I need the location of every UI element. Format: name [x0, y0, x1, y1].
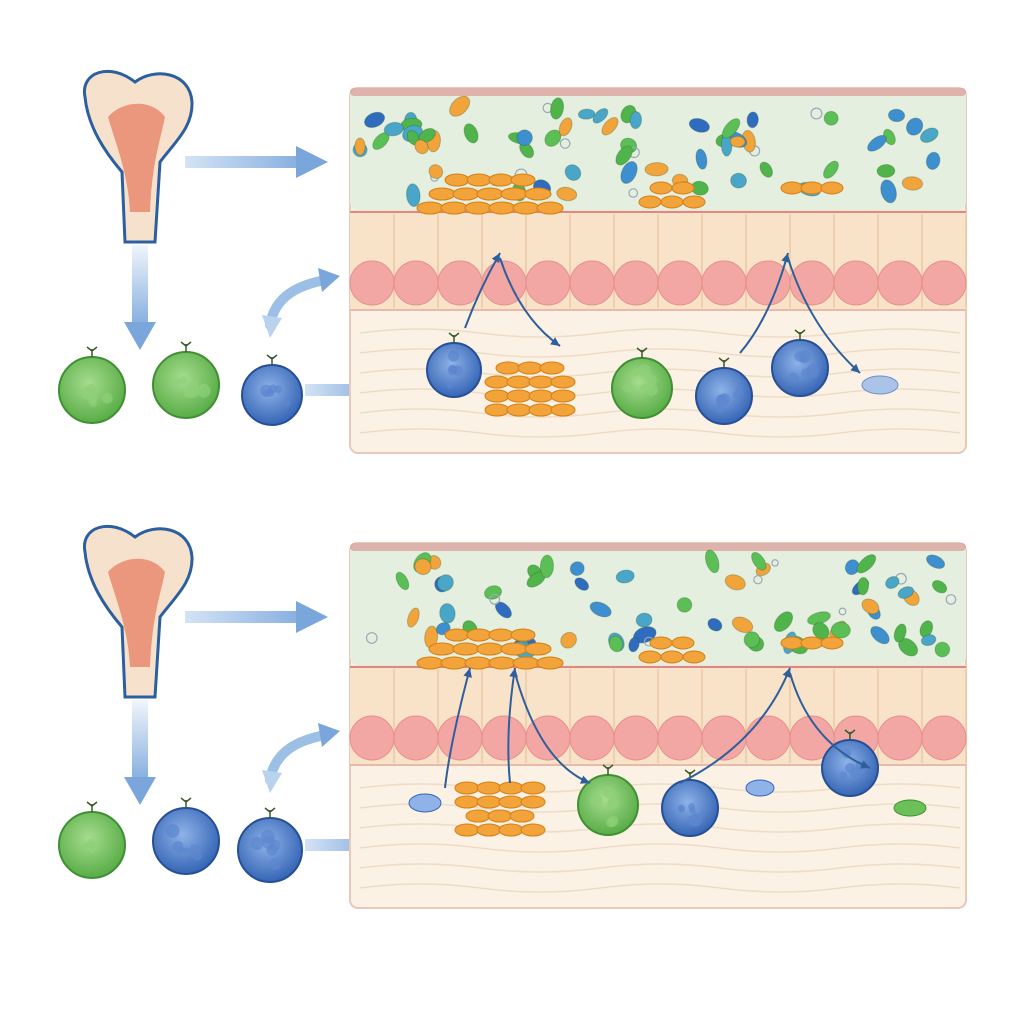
nucleus [613, 715, 659, 761]
lumen-orange-cluster-small [780, 181, 844, 195]
tissue-blue-cell [695, 357, 753, 425]
nucleus [921, 260, 967, 306]
migration-arrow-icon [787, 257, 861, 374]
nucleus [613, 260, 659, 306]
tissue-blue-cell [661, 769, 719, 837]
panel-bottom [58, 524, 967, 909]
nucleus [525, 260, 571, 306]
migration-arrow-icon [499, 257, 561, 347]
nucleus [437, 260, 483, 306]
nucleus [657, 715, 703, 761]
nucleus [393, 715, 439, 761]
nucleus [569, 715, 615, 761]
nucleus [349, 260, 395, 306]
migration-arrow-icon [444, 667, 472, 789]
nucleus [921, 715, 967, 761]
migration-arrow-icon [464, 252, 501, 329]
nucleus [657, 260, 703, 306]
epithelium [349, 665, 967, 766]
curved-double-arrow-icon [262, 268, 340, 338]
tissue-section [349, 542, 967, 909]
circulating-green-cell [152, 341, 220, 419]
nucleus [701, 715, 747, 761]
nucleus [877, 260, 923, 306]
circulating-blue-cell [152, 797, 220, 875]
tissue-blue-cell [771, 329, 829, 397]
arrow-down-icon [124, 245, 156, 350]
lumen-orange-cluster-small [638, 636, 706, 664]
arrow-down-icon [124, 700, 156, 805]
lumen-orange-cluster [416, 628, 564, 670]
migration-arrow-icon [739, 252, 790, 354]
tissue-orange-cluster [454, 781, 546, 837]
tissue-blue-cell [821, 729, 879, 797]
bone-icon [83, 524, 194, 699]
circulating-green-cell [58, 346, 126, 424]
nucleus [349, 715, 395, 761]
blue-fragment [861, 375, 899, 395]
circulating-green-cell [58, 801, 126, 879]
panel-top [58, 69, 967, 454]
tissue-green-cell [577, 764, 639, 836]
migration-arrow-icon [514, 672, 591, 784]
migration-arrow-icon [789, 672, 871, 769]
lumen-orange-cluster-small [780, 636, 844, 650]
lumen-orange-cluster [416, 173, 564, 215]
migration-arrow-icon [679, 667, 791, 784]
bone-to-lumen-arrow [185, 146, 328, 178]
bone-icon [83, 69, 194, 244]
circulating-blue-cell [241, 354, 303, 426]
bone-to-lumen-arrow [185, 601, 328, 633]
tissue-section [349, 87, 967, 454]
curved-double-arrow-icon [262, 723, 340, 793]
nucleus [569, 260, 615, 306]
blue-fragment [408, 793, 442, 813]
blue-fragment [745, 779, 775, 797]
nucleus [745, 715, 791, 761]
green-fragment [893, 799, 927, 817]
nucleus [701, 260, 747, 306]
nucleus [877, 715, 923, 761]
nucleus [393, 260, 439, 306]
lumen-orange-cluster-small [638, 181, 706, 209]
epithelium [349, 210, 967, 311]
nucleus [833, 260, 879, 306]
tissue-blue-cell [426, 332, 482, 398]
tissue-orange-cluster [484, 361, 576, 417]
nucleus [437, 715, 483, 761]
nucleus [481, 715, 527, 761]
circulating-blue-cell [237, 807, 303, 883]
tissue-green-cell [611, 347, 673, 419]
